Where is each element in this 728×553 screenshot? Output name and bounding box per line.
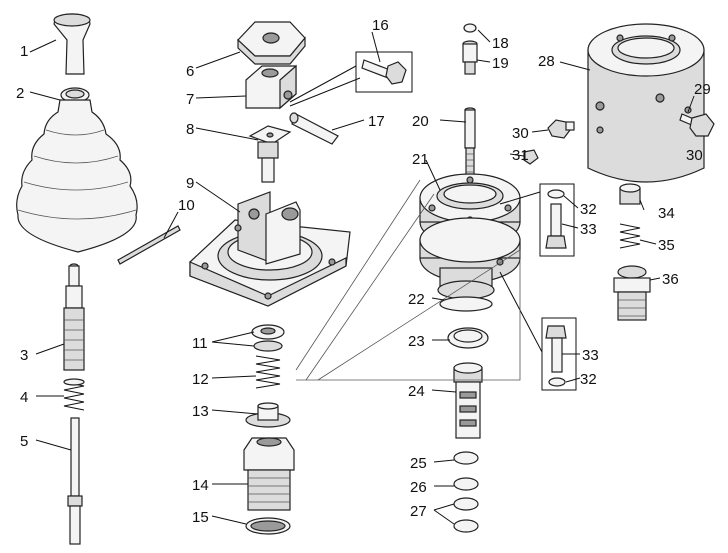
bolt-16-box bbox=[355, 51, 413, 93]
part-8-trunnion bbox=[248, 125, 292, 183]
part-26-ring bbox=[453, 477, 479, 491]
part-18-ring bbox=[463, 23, 477, 33]
part-24-valve-spool bbox=[453, 362, 483, 439]
callout-33-upper: 33 bbox=[580, 221, 597, 238]
callout-7: 7 bbox=[186, 91, 194, 108]
callout-34: 34 bbox=[658, 205, 675, 222]
projection-frame bbox=[296, 250, 521, 381]
callout-30-left: 30 bbox=[512, 125, 529, 142]
callout-3: 3 bbox=[20, 347, 28, 364]
part-4-spring bbox=[63, 378, 85, 411]
part-35-spring bbox=[619, 223, 641, 249]
part-group-32-33-upper bbox=[539, 183, 575, 257]
part-27-ring-b bbox=[453, 519, 479, 533]
callout-leaders bbox=[29, 29, 695, 525]
callout-19: 19 bbox=[492, 55, 509, 72]
leader-housing-bolts bbox=[499, 191, 543, 353]
part-21-housing bbox=[419, 173, 521, 300]
part-30-bolt-left bbox=[547, 119, 575, 139]
callout-23: 23 bbox=[408, 333, 425, 350]
callout-13: 13 bbox=[192, 403, 209, 420]
callout-28: 28 bbox=[538, 53, 555, 70]
callout-4: 4 bbox=[20, 389, 28, 406]
callout-1: 1 bbox=[20, 43, 28, 60]
callout-20: 20 bbox=[412, 113, 429, 130]
part-11-washers bbox=[251, 324, 285, 352]
part-25-ring bbox=[453, 451, 479, 465]
callout-10: 10 bbox=[178, 197, 195, 214]
part-7-block bbox=[245, 64, 297, 110]
part-14-fitting bbox=[243, 437, 295, 511]
part-13-cap bbox=[245, 402, 291, 428]
callout-15: 15 bbox=[192, 509, 209, 526]
part-22-o-ring bbox=[439, 296, 493, 312]
part-1-knob bbox=[53, 13, 91, 75]
part-group-32-33-lower bbox=[541, 317, 577, 391]
callout-27: 27 bbox=[410, 503, 427, 520]
part-34-cap bbox=[619, 183, 641, 205]
part-36-fitting bbox=[613, 265, 651, 321]
callout-11: 11 bbox=[192, 335, 208, 352]
part-29-30-bolt-right bbox=[679, 113, 715, 137]
projection-lines bbox=[295, 179, 521, 381]
callout-24: 24 bbox=[408, 383, 425, 400]
callout-26: 26 bbox=[410, 479, 427, 496]
callout-35: 35 bbox=[658, 237, 675, 254]
callout-16: 16 bbox=[372, 17, 389, 34]
part-28-body bbox=[587, 23, 705, 183]
part-27-ring-a bbox=[453, 497, 479, 511]
callout-25: 25 bbox=[410, 455, 427, 472]
callout-2: 2 bbox=[16, 85, 24, 102]
callout-numbers: 1 2 3 4 5 6 7 8 9 10 11 12 13 14 15 16 1… bbox=[16, 17, 711, 526]
callout-8: 8 bbox=[186, 121, 194, 138]
part-10-pin bbox=[117, 225, 181, 265]
callout-5: 5 bbox=[20, 433, 28, 450]
callout-22: 22 bbox=[408, 291, 425, 308]
callout-6: 6 bbox=[186, 63, 194, 80]
part-16-bolt bbox=[361, 59, 407, 85]
part-15-o-ring-inner bbox=[250, 520, 286, 532]
callout-32-upper: 32 bbox=[580, 201, 597, 218]
callout-32-lower: 32 bbox=[580, 371, 597, 388]
part-5-rod bbox=[67, 417, 83, 545]
callout-18: 18 bbox=[492, 35, 509, 52]
callout-9: 9 bbox=[186, 175, 194, 192]
callout-36: 36 bbox=[662, 271, 679, 288]
callout-17: 17 bbox=[368, 113, 385, 130]
leader-16-to-7 bbox=[289, 65, 361, 107]
part-12-spring bbox=[255, 355, 281, 389]
callout-30-right: 30 bbox=[686, 147, 703, 164]
part-6-hex-nut bbox=[237, 21, 306, 65]
part-19-valve-pin bbox=[462, 40, 478, 75]
callout-12: 12 bbox=[192, 371, 209, 388]
part-23-o-ring-inner bbox=[453, 329, 483, 343]
callout-33-lower: 33 bbox=[582, 347, 599, 364]
callout-14: 14 bbox=[192, 477, 209, 494]
part-17-pin bbox=[289, 112, 339, 145]
part-3-plunger bbox=[63, 263, 85, 371]
callout-29: 29 bbox=[694, 81, 711, 98]
part-31-plug bbox=[523, 149, 539, 165]
callout-31: 31 bbox=[512, 147, 529, 164]
part-2-boot bbox=[16, 87, 138, 253]
part-20-rod bbox=[464, 107, 476, 177]
callout-21: 21 bbox=[412, 151, 429, 168]
part-9-base bbox=[189, 191, 351, 307]
